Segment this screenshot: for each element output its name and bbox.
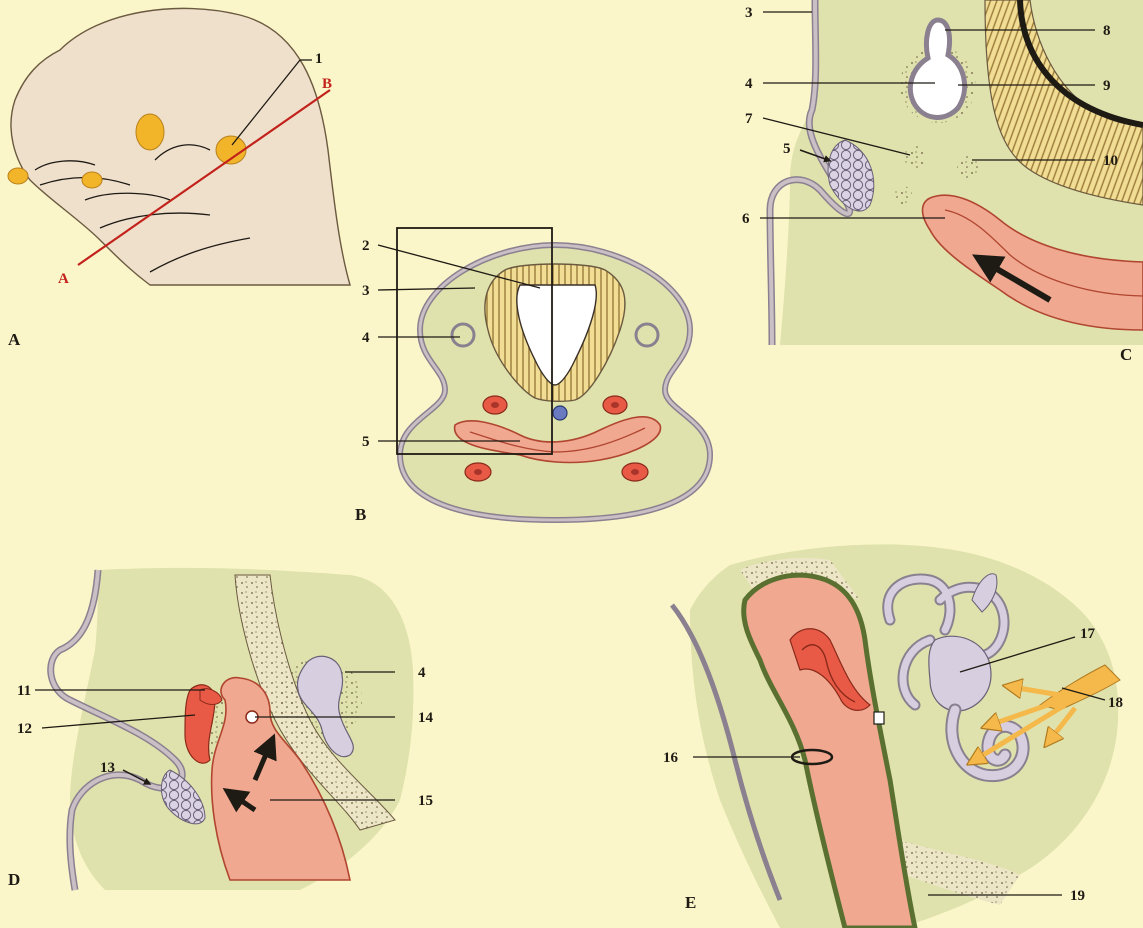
label-e-16: 16: [663, 750, 679, 766]
label-c-10: 10: [1103, 153, 1118, 169]
label-d-13: 13: [100, 760, 115, 776]
label-e-18: 18: [1108, 695, 1123, 711]
embryo-head-shape: [11, 8, 350, 285]
panel-label-d: D: [8, 870, 20, 889]
label-d-14: 14: [418, 710, 434, 726]
label-e-17: 17: [1080, 626, 1096, 642]
nasal-placode: [8, 168, 28, 184]
otic-vesicle-right: [636, 324, 658, 346]
otic-vesicle-left: [452, 324, 474, 346]
eye-placode: [136, 114, 164, 150]
panel-c-detail: 3 8 4 9 7 5 10 6 C: [742, 0, 1143, 364]
label-c-8: 8: [1103, 23, 1111, 39]
label-c-9: 9: [1103, 78, 1111, 94]
panel-a-embryo-head: 1 A B A: [8, 8, 350, 349]
panel-label-b: B: [355, 505, 366, 524]
label-c-5: 5: [783, 141, 791, 157]
label-d-15: 15: [418, 793, 433, 809]
label-c-7: 7: [745, 111, 753, 127]
label-b-5: 5: [362, 434, 370, 450]
panel-label-e: E: [685, 893, 696, 912]
label-1: 1: [315, 51, 323, 67]
label-b-4: 4: [362, 330, 370, 346]
label-b-3: 3: [362, 283, 370, 299]
panel-b-cross-section: 2 3 4 5 B: [355, 228, 710, 524]
notochord: [553, 406, 567, 420]
lens-placode: [82, 172, 102, 188]
panel-e-inner-ear: 17 18 16 19 E: [663, 544, 1123, 928]
label-e-19: 19: [1070, 888, 1085, 904]
section-label-b: B: [322, 76, 332, 92]
label-b-2: 2: [362, 238, 370, 254]
label-c-6: 6: [742, 211, 750, 227]
panel-label-a: A: [8, 330, 21, 349]
label-c-4: 4: [745, 76, 753, 92]
panel-label-c: C: [1120, 345, 1132, 364]
label-d-4: 4: [418, 665, 426, 681]
label-d-11: 11: [17, 683, 31, 699]
panel-d-detail: 4 11 14 12 13 15 D: [8, 568, 434, 890]
label-d-12: 12: [17, 721, 32, 737]
section-label-a: A: [58, 271, 69, 287]
label-c-3: 3: [745, 5, 753, 21]
